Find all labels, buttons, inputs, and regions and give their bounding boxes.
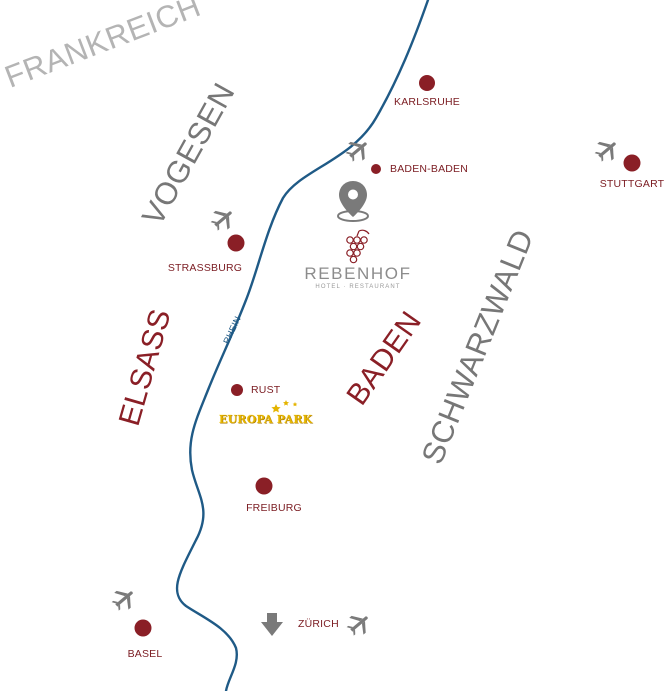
city-label-basel: BASEL [127, 648, 163, 660]
city-label-stuttgart: STUTTGART [599, 178, 665, 190]
city-dot-basel [134, 619, 152, 637]
airplane-icon [207, 203, 239, 235]
city-label-freiburg: FREIBURG [246, 502, 302, 514]
grape-cluster-icon [346, 229, 370, 264]
europa-park-logo: EUROPA PARK [219, 413, 313, 426]
city-dot-rust [231, 384, 243, 396]
hotel-subtitle: HOTEL · RESTAURANT [315, 284, 401, 290]
city-dot-stuttgart [623, 154, 641, 172]
city-dot-baden-baden [371, 164, 381, 174]
city-label-rust: RUST [251, 384, 281, 396]
city-dot-freiburg [255, 477, 273, 495]
river-rhein [175, 0, 430, 691]
arrow-down-icon [261, 613, 283, 636]
city-label-karlsruhe: KARLSRUHE [394, 96, 460, 108]
city-dot-strassburg [227, 234, 245, 252]
airplane-icon [108, 583, 140, 615]
city-label-strassburg: STRASSBURG [167, 262, 243, 274]
city-label-baden-baden: BADEN-BADEN [390, 163, 469, 175]
hotel-name: REBENHOF [304, 264, 412, 283]
city-label-zurich: ZÜRICH [298, 618, 339, 630]
airplane-icon [591, 134, 623, 166]
airplane-icon [343, 608, 375, 640]
park-star-icon [271, 400, 298, 413]
map-pin-icon [337, 181, 369, 222]
city-dot-karlsruhe [419, 75, 435, 91]
